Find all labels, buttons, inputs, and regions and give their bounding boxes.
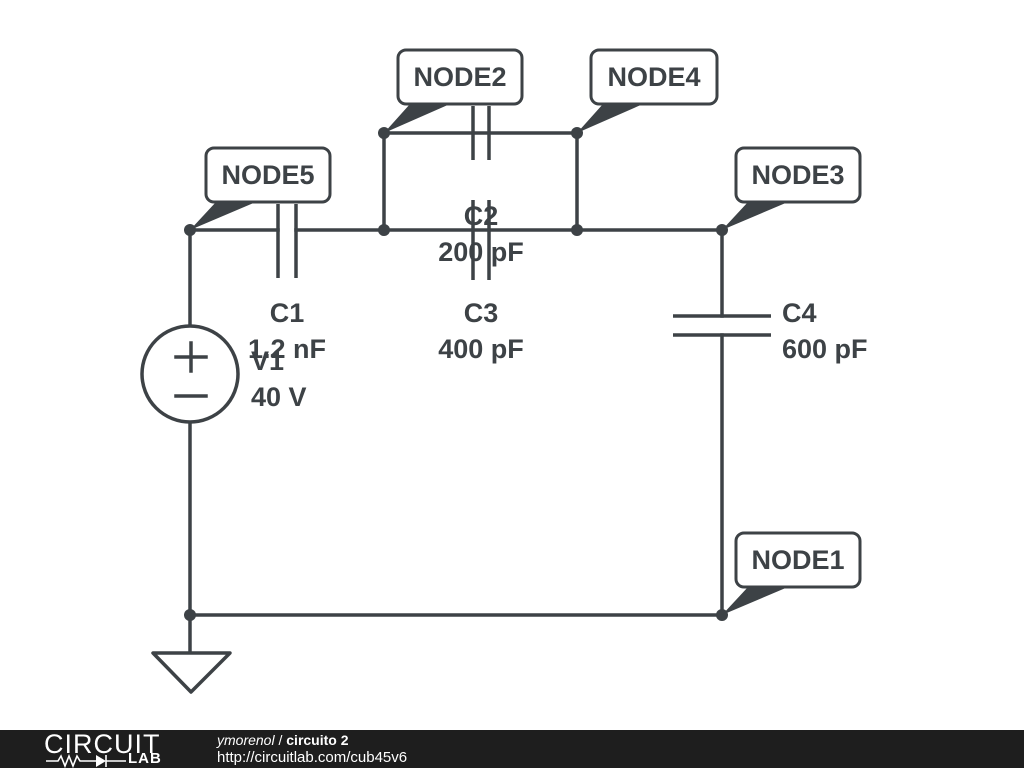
node-tag-label: NODE2 [413,62,506,92]
node-tag-node5[interactable]: NODE5 [190,146,332,230]
v1-value: 40 V [251,382,307,412]
node-tag-label: NODE1 [751,545,844,575]
logo-lab-text: LAB [128,750,162,767]
node-tag-label: NODE5 [221,160,314,190]
ground-symbol [151,651,232,694]
capacitor-c1[interactable] [276,204,298,278]
c2-value: 200 pF [438,237,524,267]
node-tag-label: NODE3 [751,160,844,190]
voltage-source-v1[interactable] [140,324,240,424]
circuit-title[interactable]: circuito 2 [286,732,349,748]
node-tag-node2[interactable]: NODE2 [384,48,524,133]
author-link[interactable]: ymorenol [217,732,275,748]
circuit-schematic: NODE2 NODE4 NODE5 NODE3 NODE1 C1 1.2 nF … [140,48,868,694]
c2-name: C2 [464,201,499,231]
node-tag-node3[interactable]: NODE3 [722,146,862,230]
circuit-url[interactable]: http://circuitlab.com/cub45v6 [217,749,408,766]
footer-author-title: ymorenol / circuito 2 [217,731,349,749]
logo-resistor-diode-icon [46,753,126,768]
c1-value: 1.2 nF [248,334,326,364]
separator: / [274,732,287,748]
node-tag-node4[interactable]: NODE4 [577,48,719,133]
c3-value: 400 pF [438,334,524,364]
c4-name: C4 [782,298,817,328]
capacitor-c3[interactable] [471,200,491,280]
node-tag-node1[interactable]: NODE1 [722,531,862,615]
circuitlab-logo[interactable]: CIRCUIT [44,729,161,759]
node-tag-label: NODE4 [607,62,700,92]
wires [188,131,724,654]
footer-bar: CIRCUIT LAB ymorenol / circuito 2 http:/… [0,730,1024,768]
capacitor-c2[interactable] [471,106,491,160]
c1-name: C1 [270,298,305,328]
c3-name: C3 [464,298,499,328]
capacitor-c4[interactable] [673,314,771,337]
v1-name: V1 [251,346,284,376]
c4-value: 600 pF [782,334,868,364]
